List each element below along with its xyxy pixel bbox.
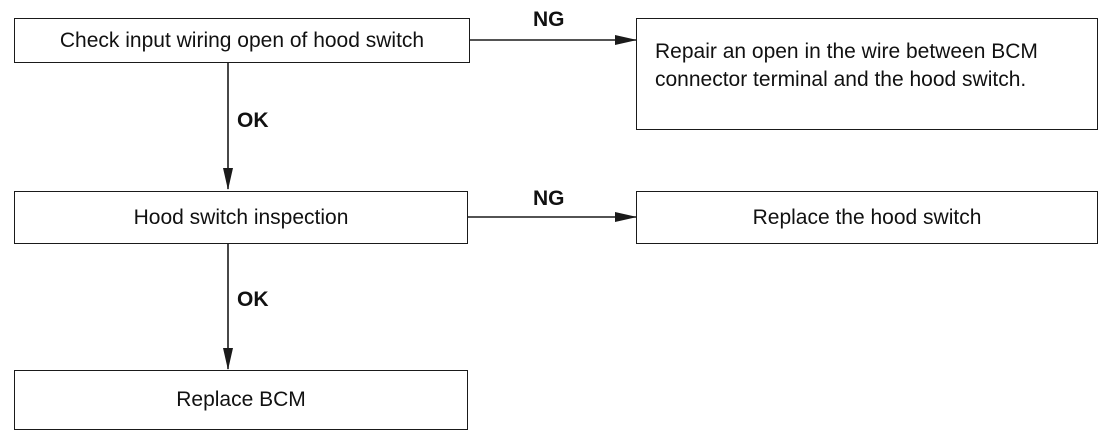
step-check-wiring-text: Check input wiring open of hood switch <box>59 28 425 52</box>
step-check-wiring: Check input wiring open of hood switch <box>14 18 470 63</box>
step-replace-hood-switch: Replace the hood switch <box>636 191 1098 244</box>
edge-label-ok-2: OK <box>237 288 269 311</box>
step-repair-open-text: Repair an open in the wire between BCM c… <box>655 40 1038 91</box>
step-hood-inspection-text: Hood switch inspection <box>133 205 349 229</box>
step-repair-open: Repair an open in the wire between BCM c… <box>636 18 1098 130</box>
edge-label-ng-2: NG <box>533 187 565 210</box>
step-replace-bcm-text: Replace BCM <box>176 388 306 411</box>
step-replace-bcm: Replace BCM <box>14 370 468 430</box>
edge-label-ok-1: OK <box>237 109 269 132</box>
step-hood-inspection: Hood switch inspection <box>14 191 468 244</box>
edge-label-ng-1: NG <box>533 8 565 31</box>
step-replace-hood-switch-text: Replace the hood switch <box>752 205 982 229</box>
